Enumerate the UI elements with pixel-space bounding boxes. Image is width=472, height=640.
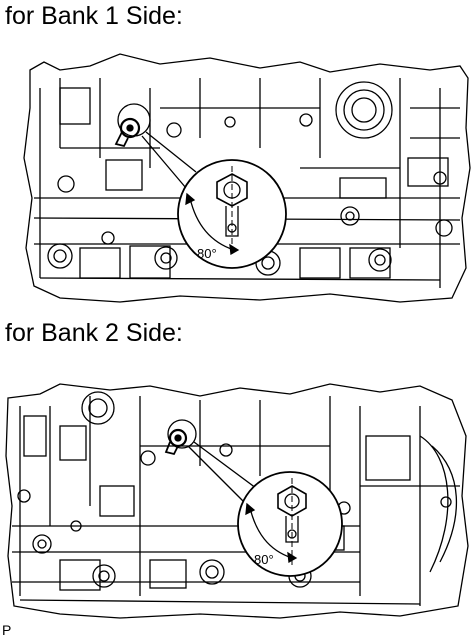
timing-cover-flange <box>419 435 457 573</box>
bank-1-engine-illustration: 80° <box>23 53 471 303</box>
bolt-detail-callout <box>237 471 343 577</box>
bank-2-heading: for Bank 2 Side: <box>5 319 183 347</box>
bank-1-heading: for Bank 1 Side: <box>5 2 183 30</box>
block-ribs <box>12 396 460 606</box>
target-bolt <box>164 419 197 456</box>
rotation-angle-label: 80° <box>197 246 217 261</box>
cylinder-block-outline <box>23 53 471 303</box>
callout-leader <box>187 441 257 505</box>
bank-2-engine-illustration: 80° <box>5 383 469 619</box>
rotation-angle-label: 80° <box>254 552 274 567</box>
figure-code: P <box>2 622 12 638</box>
rotation-arrow <box>249 507 293 559</box>
rotation-arrow <box>189 197 235 251</box>
bolt-detail <box>185 166 248 256</box>
bolt-bosses <box>17 391 351 588</box>
bolt-detail <box>245 478 307 566</box>
bolt-bosses <box>47 113 453 276</box>
callout-leader <box>141 131 197 189</box>
cylinder-block-outline <box>5 383 469 619</box>
target-bolt <box>114 103 151 148</box>
oil-passage-bore <box>335 81 393 139</box>
